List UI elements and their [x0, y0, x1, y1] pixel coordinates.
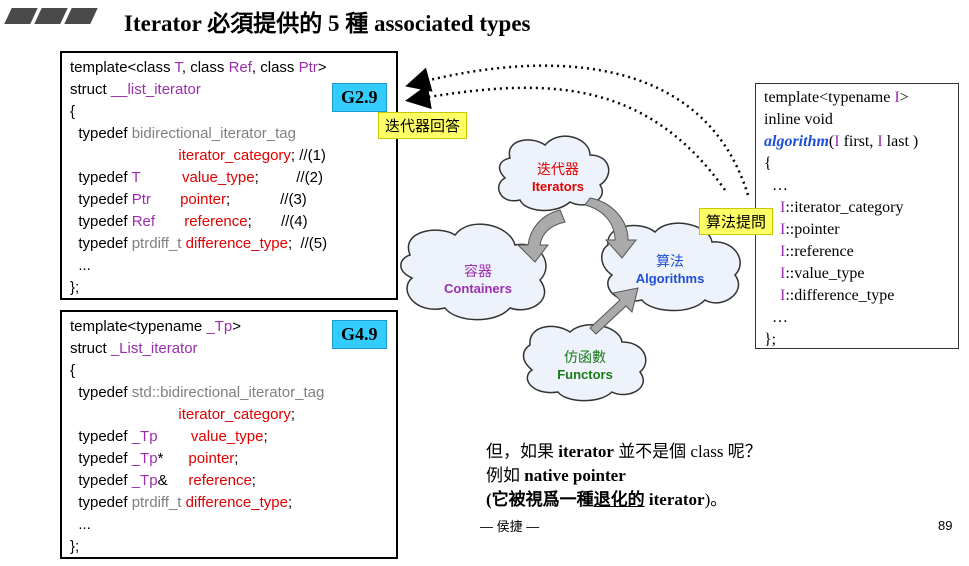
- bottom-note-line1: 但，如果 iterator 並不是個 class 呢？: [486, 440, 762, 464]
- functors-label-en: Functors: [540, 366, 630, 384]
- bottom-line2-pre: 例如: [486, 466, 524, 485]
- bottom-note-line2: 例如 native pointer: [486, 464, 762, 488]
- bottom-line3-bold: iterator: [645, 490, 705, 509]
- bottom-line3-post: )。: [705, 490, 728, 509]
- page-number: 89: [938, 518, 952, 533]
- functors-label: 仿函數 Functors: [540, 348, 630, 384]
- functors-label-zh: 仿函數: [540, 348, 630, 366]
- containers-label-zh: 容器: [428, 262, 528, 280]
- bottom-line1-bold: iterator: [558, 442, 614, 461]
- algorithms-label: 算法 Algorithms: [620, 252, 720, 288]
- algorithm-question-callout: 算法提問: [699, 208, 773, 235]
- iterator-answer-callout: 迭代器回答: [378, 112, 467, 139]
- algorithms-label-en: Algorithms: [620, 270, 720, 288]
- bottom-line1-pre: 但，如果: [486, 442, 558, 461]
- iterators-label-zh: 迭代器: [518, 160, 598, 178]
- author-credit: — 侯捷 —: [480, 516, 539, 535]
- bottom-note: 但，如果 iterator 並不是個 class 呢？ 例如 native po…: [486, 440, 762, 512]
- iterators-label: 迭代器 Iterators: [518, 160, 598, 196]
- algorithms-label-zh: 算法: [620, 252, 720, 270]
- containers-label-en: Containers: [428, 280, 528, 298]
- bottom-line3-pre: (它被視爲一種: [486, 490, 594, 509]
- bottom-line3-underline: 退化的: [594, 490, 645, 509]
- iterators-label-en: Iterators: [518, 178, 598, 196]
- containers-label: 容器 Containers: [428, 262, 528, 298]
- bottom-line2-bold: native pointer: [524, 466, 626, 485]
- bottom-line1-post: 並不是個 class 呢？: [614, 442, 762, 461]
- bottom-note-line3: (它被視爲一種退化的 iterator)。: [486, 488, 762, 512]
